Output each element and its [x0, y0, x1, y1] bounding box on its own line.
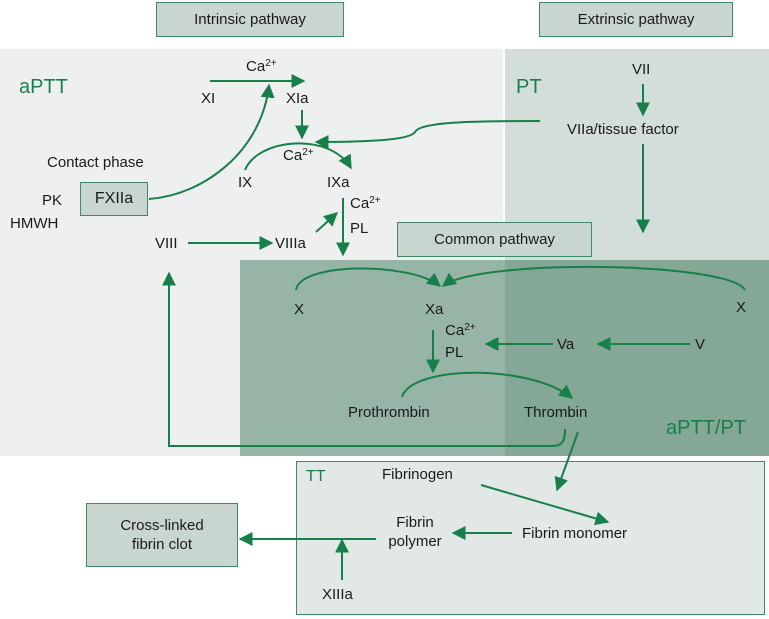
va-label: Va [557, 336, 575, 353]
ix-label: IX [238, 174, 253, 191]
overlap-region [505, 260, 769, 456]
arrow-viiia-to-ixa [315, 212, 339, 233]
fibrin-monomer-label: Fibrin monomer [522, 525, 628, 542]
pl-label-ixa: PL [350, 220, 369, 237]
ixa-label: IXa [327, 174, 350, 191]
xiiia-label: XIIIa [322, 586, 353, 603]
x-left-label: X [294, 301, 305, 318]
vii-label: VII [632, 61, 651, 78]
xi-label: XI [201, 90, 216, 107]
aptt-pt-label: aPTT/PT [666, 417, 747, 439]
tt-label: TT [306, 468, 326, 485]
common-pathway-header: Common pathway [397, 222, 592, 257]
arrow-thrombin-feedback [162, 271, 566, 447]
common-region [240, 260, 505, 456]
arrow-fxiia-to-xia [148, 83, 275, 200]
pt-label: PT [516, 76, 542, 98]
thrombin-label: Thrombin [524, 404, 588, 421]
fibrinogen-label: Fibrinogen [382, 466, 453, 483]
pk-label: PK [42, 192, 63, 209]
arrow-ix-to-ixa [244, 142, 352, 171]
ca-label-ixa: Ca2+ [350, 195, 381, 212]
arrow-thrombin-to-fibrinogen [554, 431, 579, 492]
arrow-fibrinogen-to-monomer [480, 484, 610, 526]
extrinsic-pathway-header: Extrinsic pathway [539, 2, 733, 37]
contact-phase-label: Contact phase [47, 154, 144, 171]
intrinsic-pathway-header: Intrinsic pathway [156, 2, 344, 37]
viiia-label: VIIIa [275, 235, 306, 252]
xa-label: Xa [425, 301, 444, 318]
arrow-viia-to-xia-ixa [314, 120, 541, 149]
hmwh-label: HMWH [10, 215, 59, 232]
ca-label-xi: Ca2+ [246, 58, 277, 75]
fxiia-box: FXIIa [80, 182, 148, 216]
ca-label-xa: Ca2+ [445, 322, 476, 339]
xia-label: XIa [286, 90, 309, 107]
crosslinked-clot-box: Cross-linked fibrin clot [86, 503, 238, 567]
ca-label-ix: Ca2+ [283, 147, 314, 164]
fibrin-polymer-label: Fibrin polymer [388, 514, 442, 550]
prothrombin-label: Prothrombin [348, 404, 430, 421]
arrow-xright-to-xa [441, 265, 746, 291]
arrow-prothrombin-to-thrombin [401, 371, 574, 399]
viii-label: VIII [155, 235, 178, 252]
v-label: V [695, 336, 706, 353]
x-right-label: X [736, 299, 747, 316]
viia-tissue-factor-label: VIIa/tissue factor [567, 121, 679, 138]
arrow-x-to-xa [295, 267, 442, 291]
pl-label-xa: PL [445, 344, 464, 361]
aptt-label: aPTT [19, 76, 68, 98]
